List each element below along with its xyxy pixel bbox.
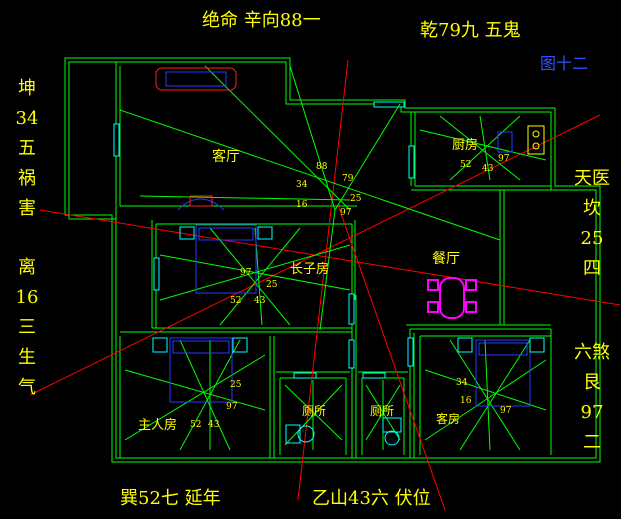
room-guest: 客房: [436, 412, 461, 426]
hub-number: 16: [296, 200, 308, 210]
bed-master: [152, 337, 248, 403]
bed-eldest-son: [179, 224, 273, 294]
son-number: 43: [254, 296, 266, 306]
room-bath-right: 厕所: [370, 404, 395, 418]
son-number: 25: [266, 280, 278, 290]
guest-number: 34: [456, 378, 468, 388]
sofa: [155, 67, 237, 91]
stove: [527, 125, 545, 155]
master-number: 52: [190, 420, 202, 430]
hub-number: 34: [296, 180, 308, 190]
son-number: 97: [240, 268, 252, 278]
bed-guest: [457, 337, 545, 407]
sink: [497, 131, 513, 153]
windows: [113, 101, 415, 379]
guest-number: 16: [460, 396, 472, 406]
hub-number: 79: [342, 174, 354, 184]
kitchen-number: 52: [460, 160, 472, 170]
room-kitchen: 厨房: [452, 138, 479, 153]
toilets: [285, 417, 402, 446]
sector-lines: [119, 65, 547, 451]
master-number: 43: [208, 420, 220, 430]
kitchen-number: 97: [498, 154, 510, 164]
son-number: 52: [230, 296, 242, 306]
room-master: 主人房: [138, 418, 178, 433]
room-living: 客厅: [212, 149, 240, 165]
figure-number: 图十二: [540, 54, 589, 73]
hub-number: 88: [316, 162, 328, 172]
room-eldest-son: 长子房: [290, 262, 330, 277]
desk: [177, 195, 225, 211]
footer-yi: 乙山43六 伏位: [312, 488, 431, 509]
kitchen-number: 43: [482, 164, 494, 174]
hub-number: 97: [340, 208, 352, 218]
guest-number: 97: [500, 406, 512, 416]
hub-number: 25: [350, 194, 362, 204]
dining-table: [427, 277, 477, 319]
room-dining: 餐厅: [432, 251, 460, 267]
master-number: 97: [226, 402, 238, 412]
facing-label: 绝命 辛向88一: [202, 10, 321, 31]
room-bath-left: 厕所: [302, 404, 327, 418]
footer-xun: 巽52七 延年: [120, 488, 221, 509]
northwest-label: 乾79九 五鬼: [420, 20, 521, 41]
master-number: 25: [230, 380, 242, 390]
